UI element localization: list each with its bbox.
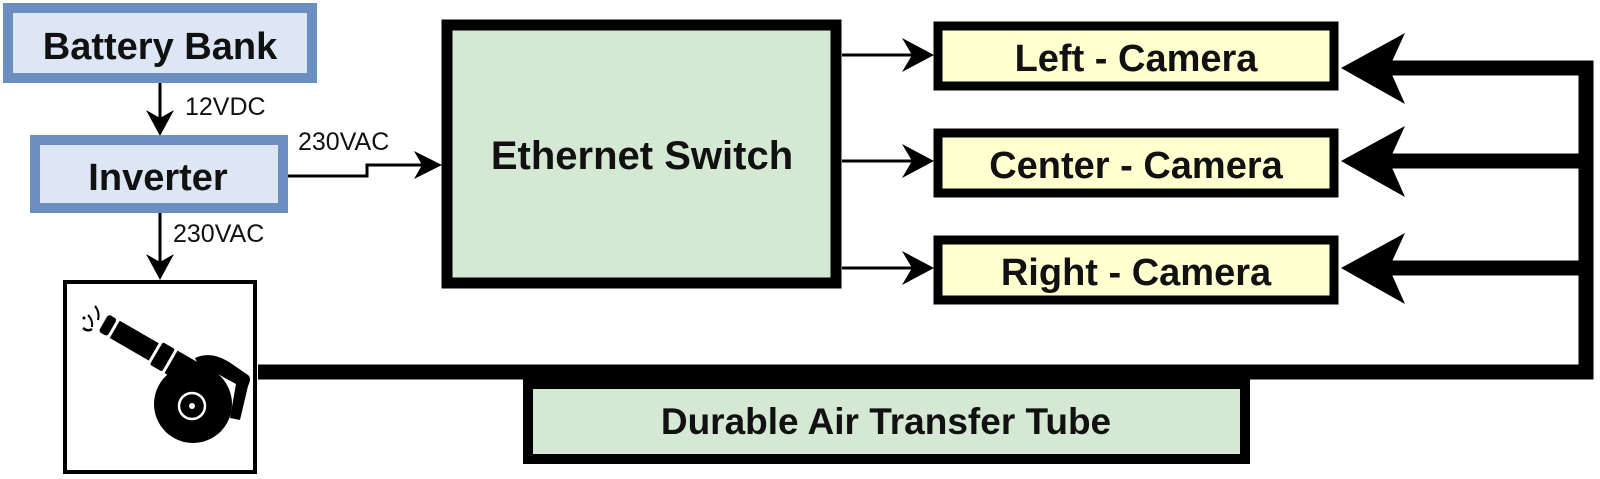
ethernet-switch-label: Ethernet Switch: [491, 134, 793, 178]
edge-battery-to-inverter: 12VDC: [146, 83, 266, 136]
arrow-head-icon: [1341, 233, 1405, 304]
edge-label-230vac-blower: 230VAC: [173, 220, 264, 248]
air-tube-box: [523, 379, 1250, 464]
edge-switch-to-center-camera: [842, 144, 934, 178]
inverter-label: Inverter: [88, 157, 228, 199]
center-camera-box: [933, 128, 1339, 198]
arrow-head-icon: [146, 110, 174, 136]
ethernet-switch-node: Ethernet Switch: [441, 19, 842, 289]
edge-inverter-to-switch: 230VAC: [288, 128, 442, 179]
edge-label-230vac-switch: 230VAC: [298, 128, 389, 156]
left-camera-node: Left - Camera: [933, 21, 1339, 91]
air-tube-path: [258, 33, 1594, 380]
arrow-head-icon: [902, 38, 934, 72]
right-camera-node: Right - Camera: [933, 235, 1339, 305]
left-camera-box: [933, 21, 1339, 91]
air-tube-line: [258, 60, 1594, 380]
center-camera-label: Center - Camera: [989, 145, 1283, 187]
inverter-box: [30, 135, 288, 213]
arrow-head-icon: [1341, 33, 1405, 104]
arrow-head-icon: [902, 144, 934, 178]
left-camera-label: Left - Camera: [1015, 38, 1259, 80]
ethernet-switch-box: [441, 19, 842, 289]
right-camera-box: [933, 235, 1339, 305]
air-tube-node: Durable Air Transfer Tube: [523, 379, 1250, 464]
air-tube-label: Durable Air Transfer Tube: [661, 401, 1111, 442]
air-blower-node: [63, 280, 257, 474]
edge-label-12vdc: 12VDC: [185, 93, 266, 121]
battery-bank-box: [3, 3, 317, 83]
edge-inverter-to-blower: 230VAC: [146, 213, 264, 280]
edge-switch-to-right-camera: [842, 251, 934, 285]
battery-bank-node: Battery Bank: [3, 3, 317, 83]
air-blower-icon: [82, 305, 250, 443]
center-camera-node: Center - Camera: [933, 128, 1339, 198]
arrow-head-icon: [414, 151, 442, 179]
arrow-head-icon: [146, 254, 174, 280]
arrow-head-icon: [1341, 126, 1405, 197]
right-camera-label: Right - Camera: [1001, 252, 1272, 294]
battery-bank-label: Battery Bank: [43, 26, 278, 68]
arrow-head-icon: [902, 251, 934, 285]
edge-switch-to-left-camera: [842, 38, 934, 72]
edge-line: [288, 163, 430, 178]
inverter-node: Inverter: [30, 135, 288, 213]
